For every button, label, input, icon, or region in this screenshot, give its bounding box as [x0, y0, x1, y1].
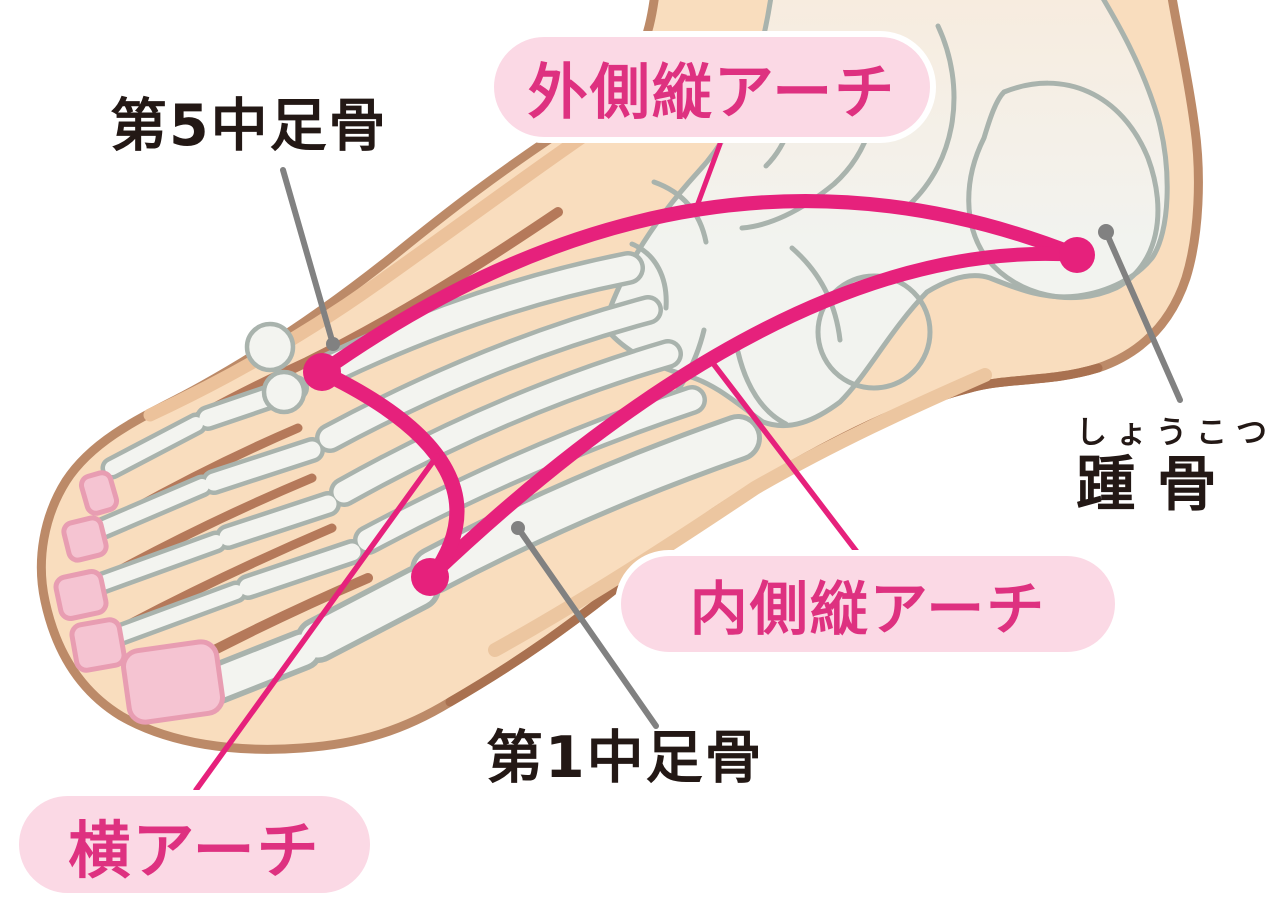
calcaneus-kanji: 踵 骨	[1076, 450, 1217, 520]
lateral-arch-label-pill: 外側縦アーチ	[488, 31, 936, 143]
medial-arch-leader	[709, 359, 860, 555]
calcaneus-dot	[1059, 237, 1095, 273]
arch-lines	[314, 194, 1084, 585]
transverse-arch-label-pill: 横アーチ	[13, 790, 376, 899]
metatarsal1-label: 第1中足骨	[486, 725, 764, 791]
calcaneus-leader	[1103, 229, 1183, 403]
calcaneus-label: しょうこつ 踵 骨	[1076, 407, 1276, 517]
medial-arch-label-pill: 内側縦アーチ	[615, 550, 1121, 658]
lateral-longitudinal-arch-line	[315, 194, 1084, 379]
toenails	[53, 470, 225, 725]
gray-leader-dots	[326, 224, 1114, 535]
calcaneus-bone-outline	[966, 80, 1161, 301]
gray-leader-lines	[280, 167, 1183, 729]
pink-leader-lines	[193, 141, 860, 793]
transverse-arch-leader	[193, 453, 440, 793]
bone-capsule-fills	[93, 255, 757, 704]
lateral-arch-leader	[694, 141, 723, 209]
metatarsal5-label: 第5中足骨	[110, 93, 388, 159]
metatarsal1-leader	[515, 525, 659, 729]
metatarsal5-dot	[303, 353, 341, 391]
arch-endpoint-dots	[303, 237, 1095, 596]
medial-longitudinal-arch-line	[423, 246, 1084, 584]
lateral-tarsal-bones	[244, 321, 307, 415]
transverse-arch-line	[314, 364, 465, 585]
metatarsal5-leader	[280, 167, 336, 347]
metatarsal1-dot	[411, 558, 449, 596]
calcaneus-furigana: しょうこつ	[1076, 415, 1276, 451]
big-toenail	[121, 639, 225, 725]
